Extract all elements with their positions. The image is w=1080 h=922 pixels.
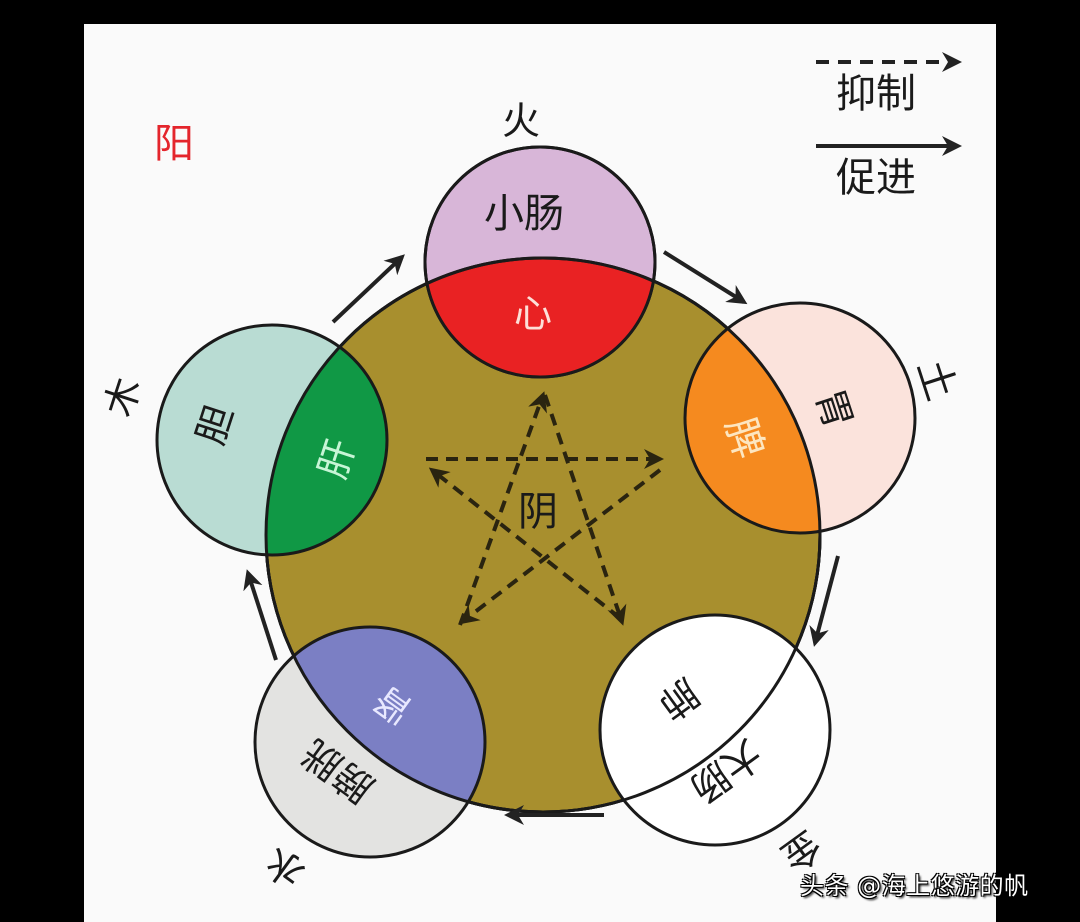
yin-label: 阴 [518,489,558,535]
arrow-water-to-wood [243,569,278,661]
earth-circle [683,301,917,535]
legend-inhibit-label: 抑制 [836,71,916,117]
element-fire-label: 火 [502,99,541,143]
arrow-earth-to-metal [809,555,840,647]
arrow-earth-inhibits-water [458,468,662,625]
arrow-fire-to-earth [662,250,748,305]
inhibit-star-arrows [426,391,664,626]
water-circle [253,625,487,859]
legend-promote-label: 促进 [836,155,916,201]
arrow-water-inhibits-fire [458,391,547,626]
yin-boundary-line [264,256,822,814]
wood-circle [155,323,389,557]
promote-cycle-arrows [243,250,840,825]
arrow-wood-to-fire [331,254,405,324]
yang-label: 阳 [154,121,194,167]
organ-small-intestine: 小肠 [484,191,564,237]
watermark: 头条 @海上悠游的帆 [800,872,1029,900]
legend [816,52,962,156]
organ-heart: 心 [514,292,553,336]
